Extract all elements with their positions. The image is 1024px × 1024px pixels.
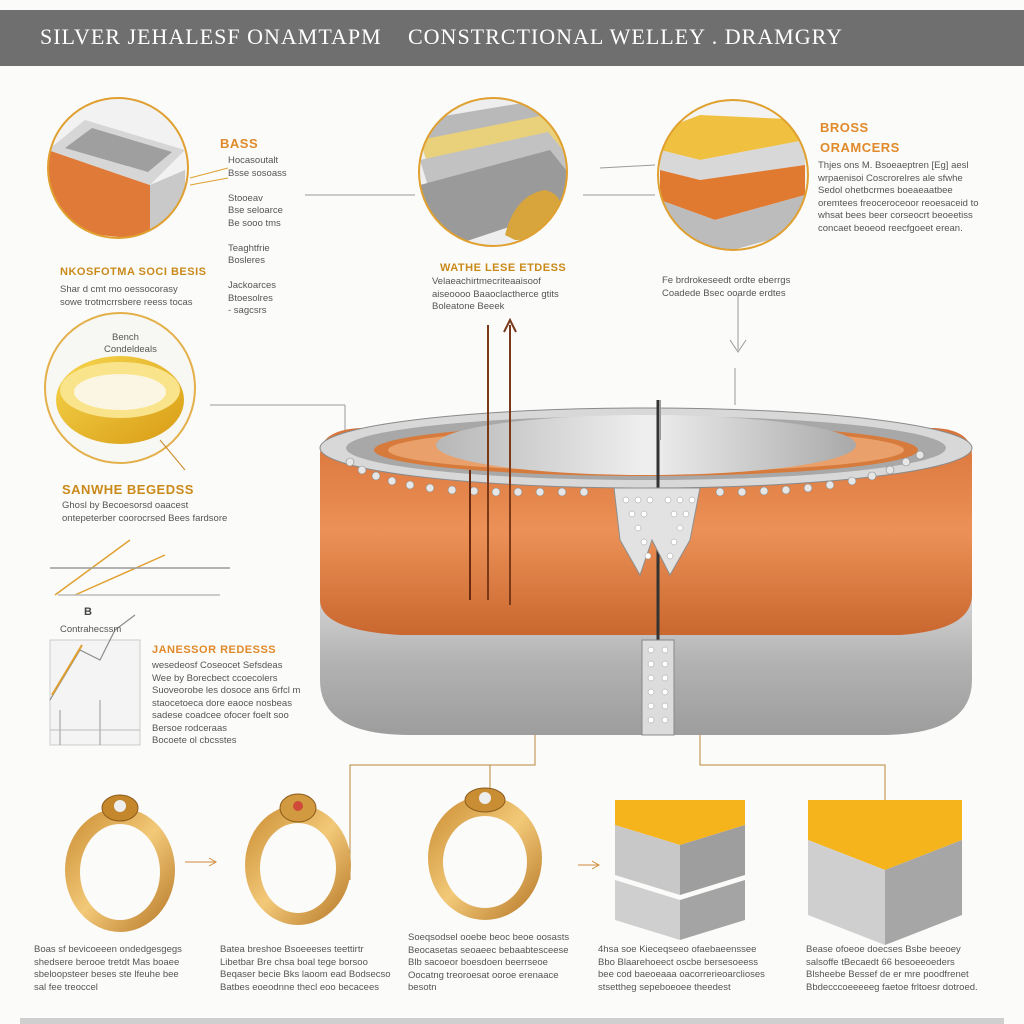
layer-block-2 <box>808 800 962 945</box>
notes-wathe: Velaeachirtmecriteaaisoof aiseoooo Baaoc… <box>432 276 559 312</box>
caption-step-4: 4hsa soe Kieceqseeo ofaebaeenssee Bbo Bl… <box>598 944 765 993</box>
page-title-right: CONSTRCTIONAL WELLEY . DRAMGRY <box>408 24 843 49</box>
label-condeldeals: Condeldeals <box>104 344 157 355</box>
caption-step-2: Batea breshoe Bsoeeeses teettirtr Libetb… <box>220 944 391 993</box>
detail-circle-bass <box>47 97 189 239</box>
notes-sanwhe: Ghosl by Becoesorsd oaacest ontepeterber… <box>62 500 228 524</box>
layer-block-1 <box>615 800 745 940</box>
notes-mid-right: Fe brdrokeseedt ordte eberrgs Coadede Bs… <box>662 275 791 299</box>
label-janessor: JANESSOR REDESSS <box>152 644 277 656</box>
profile-sketch-bottom <box>49 614 141 746</box>
notes-oramcers: Thjes ons M. Bsoeaeptren [Eg] aesl wrpae… <box>818 160 979 234</box>
ring-step-3 <box>428 787 542 920</box>
profile-sketch-top <box>50 539 230 596</box>
label-bench: Bench <box>112 332 139 343</box>
notes-janessor: wesedeosf Coseocet Sefsdeas Wee by Borec… <box>152 660 301 746</box>
notes-bass: Hocasoutalt Bsse sosoass Stooeav Bse sel… <box>228 155 287 316</box>
label-sanwhe: SANWHE BEGEDSS <box>62 482 194 497</box>
label-wathe: WATHE LESE ETDESS <box>440 262 567 274</box>
detail-circle-wathe <box>418 97 568 247</box>
label-b: B <box>84 606 93 618</box>
ring-step-2 <box>245 793 351 925</box>
label-nkosfotma: NKOSFOTMA SOCI BESIS <box>60 266 207 278</box>
caption-step-1: Boas sf bevicoeeen ondedgesgegs shedsere… <box>34 944 182 993</box>
caption-step-5: Bease ofoeoe doecses Bsbe beeoey salsoff… <box>806 944 978 993</box>
detail-circle-gold-ring <box>44 312 196 464</box>
ring-step-1 <box>65 794 175 932</box>
caption-step-3: Soeqsodsel ooebe beoc beoe oosasts Beoca… <box>408 932 570 993</box>
footer-bar <box>20 1018 1004 1024</box>
header-bar: SILVER JEHALESF ONAMTAPM CONSTRCTIONAL W… <box>0 10 1024 66</box>
label-bross: BROSS <box>820 120 869 135</box>
main-ring-band <box>319 317 973 736</box>
bottom-connectors <box>185 735 886 880</box>
detail-circle-bross <box>657 99 809 251</box>
page-title-left: SILVER JEHALESF ONAMTAPM <box>40 24 382 49</box>
label-oramcers: ORAMCERS <box>820 140 900 155</box>
label-bass: BASS <box>220 136 259 151</box>
notes-nkosfotma: Shar d cmt mo oessocorasy sowe trotmcrrs… <box>60 284 193 308</box>
label-contrahecssm: Contrahecssm <box>60 624 122 635</box>
